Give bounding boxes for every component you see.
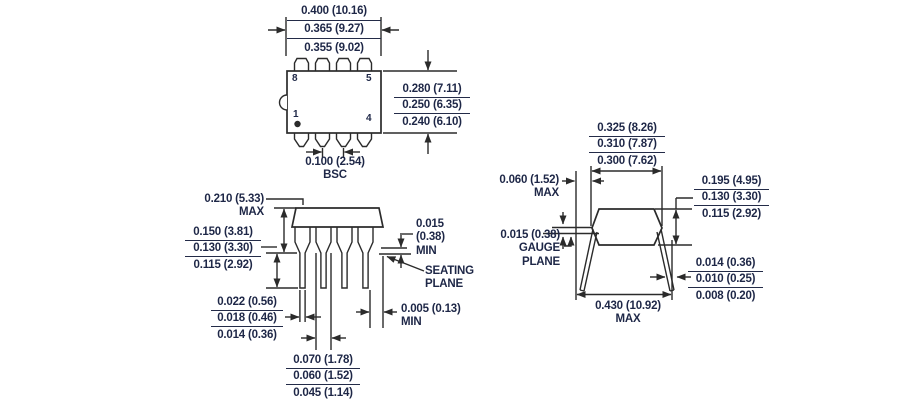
- label-row: PLANE: [425, 278, 463, 290]
- dim-row: 0.022 (0.56): [211, 294, 283, 311]
- dim-lead-length: 0.150 (3.81) 0.130 (3.30) 0.115 (2.92): [185, 224, 261, 273]
- dim-row: 0.008 (0.20): [695, 289, 756, 302]
- dim-row: 0.005 (0.13): [401, 302, 461, 315]
- dim-row: 0.355 (9.02): [304, 41, 364, 54]
- label-row: PLANE: [522, 255, 560, 268]
- label-row: SEATING: [425, 264, 474, 277]
- label-row: GAUGE: [518, 242, 560, 254]
- dim-package-height: 0.210 (5.33) MAX: [188, 192, 266, 219]
- dim-row: 0.018 (0.46): [211, 311, 283, 327]
- dim-row: 0.015 (0.38): [500, 228, 560, 241]
- dim-lead-width: 0.022 (0.56) 0.018 (0.46) 0.014 (0.36): [211, 294, 283, 343]
- dim-row: 0.300 (7.62): [597, 154, 657, 167]
- dim-row: 0.430 (10.92): [595, 299, 661, 312]
- dim-row: 0.014 (0.36): [688, 255, 763, 272]
- dim-qualifier: MAX: [615, 313, 641, 325]
- dim-row: 0.060 (1.52): [499, 173, 559, 186]
- dim-row: 0.150 (3.81): [185, 224, 261, 241]
- dim-standoff: 0.015 (0.38) MIN: [414, 217, 458, 258]
- dim-body-thickness: 0.195 (4.95) 0.130 (3.30) 0.115 (2.92): [694, 173, 769, 222]
- dim-row: 0.070 (1.78): [286, 352, 360, 369]
- top-view-drawing: [268, 17, 457, 158]
- dim-row: 0.195 (4.95): [694, 173, 769, 190]
- dim-row: 0.045 (1.14): [293, 386, 353, 399]
- dim-row: 0.115 (2.92): [702, 207, 761, 220]
- dim-row: 0.014 (0.36): [217, 328, 277, 341]
- dim-lead-span: 0.325 (8.26) 0.310 (7.87) 0.300 (7.62): [589, 120, 665, 169]
- dim-shoulder-width: 0.070 (1.78) 0.060 (1.52) 0.045 (1.14): [286, 352, 360, 401]
- dim-lead-pitch: 0.100 (2.54) BSC: [291, 155, 379, 182]
- dim-max-span: 0.430 (10.92) MAX: [588, 299, 668, 326]
- dim-row: 0.250 (6.35): [394, 98, 470, 114]
- dim-qualifier: MAX: [239, 206, 264, 218]
- dim-overhang: 0.060 (1.52) MAX: [489, 173, 561, 200]
- dim-lead-thickness: 0.014 (0.36) 0.010 (0.25) 0.008 (0.20): [688, 255, 763, 304]
- side-view-drawing: [261, 198, 425, 350]
- dim-qualifier: MAX: [534, 187, 559, 199]
- dim-row: 0.130 (3.30): [694, 190, 769, 206]
- dim-row: 0.210 (5.33): [204, 192, 264, 205]
- dim-gauge-plane: 0.015 (0.38) GAUGE PLANE: [488, 228, 562, 269]
- dim-row: 0.325 (8.26): [589, 120, 665, 137]
- dim-lead-gap: 0.005 (0.13) MIN: [399, 302, 479, 329]
- dim-row: 0.100 (2.54): [305, 155, 365, 168]
- end-view-drawing: [543, 166, 693, 300]
- pin-number-1: 1: [293, 109, 299, 120]
- dim-row: 0.015: [416, 217, 444, 230]
- dim-qualifier: MIN: [416, 244, 437, 257]
- dim-body-width: 0.280 (7.11) 0.250 (6.35) 0.240 (6.10): [394, 81, 470, 130]
- label-seating-plane: SEATING PLANE: [423, 264, 498, 291]
- dim-qualifier: BSC: [323, 169, 347, 181]
- pin-number-4: 4: [366, 113, 372, 124]
- pin-number-8: 8: [292, 73, 298, 84]
- dim-row: 0.060 (1.52): [286, 369, 360, 385]
- dim-overall-width: 0.400 (10.16) 0.365 (9.27) 0.355 (9.02): [287, 2, 381, 57]
- dim-row: 0.400 (10.16): [287, 2, 381, 21]
- dim-row: 0.010 (0.25): [688, 272, 763, 288]
- dim-row: 0.115 (2.92): [193, 258, 253, 271]
- dim-row: 0.310 (7.87): [589, 137, 665, 153]
- dim-row: (0.38): [416, 231, 445, 243]
- dim-qualifier: MIN: [401, 316, 422, 328]
- pin-number-5: 5: [366, 73, 372, 84]
- dim-row: 0.365 (9.27): [287, 21, 381, 39]
- dim-row: 0.240 (6.10): [402, 115, 462, 128]
- dim-row: 0.280 (7.11): [394, 81, 470, 98]
- dim-row: 0.130 (3.30): [185, 241, 261, 257]
